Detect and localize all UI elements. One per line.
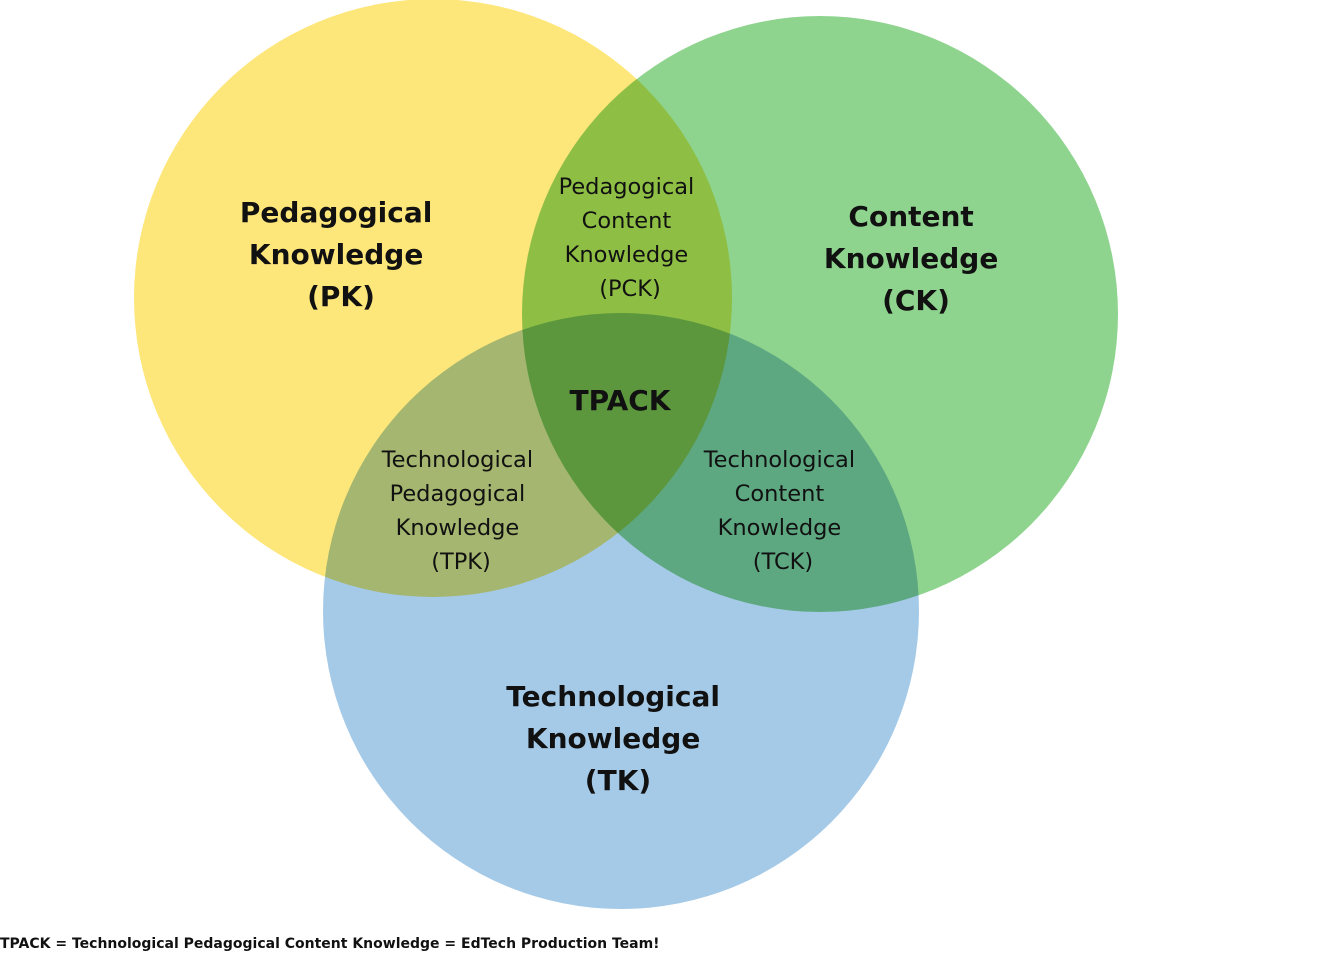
pck-label-line: (PCK) — [599, 276, 661, 302]
pck-label-line: Pedagogical — [559, 174, 695, 200]
tk-label-line: (TK) — [585, 764, 651, 797]
tk-label-line: Technological — [506, 680, 720, 713]
tpk-label-line: Knowledge — [396, 515, 520, 541]
pck-label: Pedagogical Content Knowledge (PCK) — [559, 174, 702, 302]
ck-label-line: Knowledge — [824, 242, 998, 275]
tck-label-line: Knowledge — [718, 515, 842, 541]
pk-label: Pedagogical Knowledge (PK) — [240, 196, 442, 313]
pck-label-line: Content — [582, 208, 672, 234]
pk-label-line: Pedagogical — [240, 196, 432, 229]
tk-label: Technological Knowledge (TK) — [506, 680, 729, 797]
pck-label-line: Knowledge — [565, 242, 689, 268]
technological-knowledge-circle — [323, 313, 919, 909]
tpk-label-line: (TPK) — [431, 549, 491, 575]
pk-label-line: (PK) — [307, 280, 375, 313]
ck-label-line: (CK) — [882, 284, 950, 317]
ck-label: Content Knowledge (CK) — [824, 200, 1008, 317]
tpack-center-label: TPACK — [570, 384, 672, 417]
caption: TPACK = Technological Pedagogical Conten… — [0, 936, 660, 952]
tck-label: Technological Content Knowledge (TCK) — [703, 447, 863, 575]
tck-label-line: (TCK) — [753, 549, 813, 575]
pk-label-line: Knowledge — [249, 238, 423, 271]
tpk-label: Technological Pedagogical Knowledge (TPK… — [381, 447, 541, 575]
tck-label-line: Content — [735, 481, 825, 507]
tk-label-line: Knowledge — [526, 722, 700, 755]
tck-label-line: Technological — [703, 447, 855, 473]
tpk-label-line: Pedagogical — [390, 481, 526, 507]
ck-label-line: Content — [848, 200, 973, 233]
tpk-label-line: Technological — [381, 447, 533, 473]
